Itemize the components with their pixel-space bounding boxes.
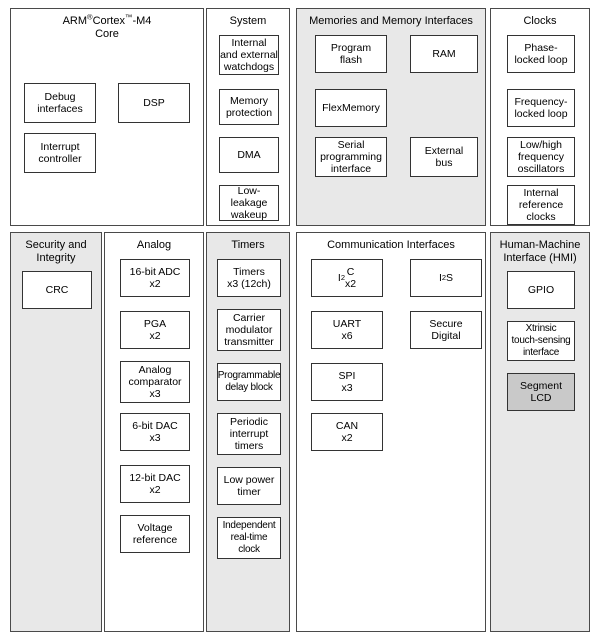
panel-title-timers: Timers [231, 239, 265, 251]
block-memory-protection[interactable]: Memory protection [219, 89, 279, 125]
block-independent-real-time-clock[interactable]: Independent real-time clock [217, 517, 281, 559]
block-12bit-dac[interactable]: 12-bit DAC x2 [120, 465, 190, 503]
block-low-leakage-wakeup[interactable]: Low-leakage wakeup [219, 185, 279, 221]
block-dma[interactable]: DMA [219, 137, 279, 173]
block-voltage-reference[interactable]: Voltage reference [120, 515, 190, 553]
block-oscillators[interactable]: Low/high frequency oscillators [507, 137, 575, 177]
block-frequency-locked-loop[interactable]: Frequency- locked loop [507, 89, 575, 127]
arm-core-title-text: ARM [62, 15, 88, 27]
block-flexmemory[interactable]: FlexMemory [315, 89, 387, 127]
block-external-bus[interactable]: External bus [410, 137, 478, 177]
block-pga[interactable]: PGA x2 [120, 311, 190, 349]
block-16bit-adc[interactable]: 16-bit ADC x2 [120, 259, 190, 297]
block-6bit-dac[interactable]: 6-bit DAC x3 [120, 413, 190, 451]
block-secure-digital[interactable]: Secure Digital [410, 311, 482, 349]
block-can[interactable]: CAN x2 [311, 413, 383, 451]
panel-title-hmi: Human-Machine Interface (HMI) [499, 239, 581, 264]
block-dsp[interactable]: DSP [118, 83, 190, 123]
panel-title-analog: Analog [136, 239, 172, 251]
block-timers[interactable]: Timers x3 (12ch) [217, 259, 281, 297]
panel-memories: Memories and Memory Interfaces Program f… [296, 8, 486, 226]
block-serial-programming-interface[interactable]: Serial programming interface [315, 137, 387, 177]
panel-analog: Analog 16-bit ADC x2 PGA x2 Analog compa… [104, 232, 204, 632]
panel-title-clocks: Clocks [523, 15, 557, 27]
block-analog-comparator[interactable]: Analog comparator x3 [120, 361, 190, 403]
block-xtrinsic-touch-sensing-interface[interactable]: Xtrinsic touch-sensing interface [507, 321, 575, 361]
block-interrupt-controller[interactable]: Interrupt controller [24, 133, 96, 173]
panel-title-memories: Memories and Memory Interfaces [309, 15, 473, 27]
block-spi[interactable]: SPI x3 [311, 363, 383, 401]
panel-clocks: Clocks Phase- locked loop Frequency- loc… [490, 8, 590, 226]
panel-title-communication: Communication Interfaces [327, 239, 455, 251]
block-uart[interactable]: UART x6 [311, 311, 383, 349]
block-watchdogs[interactable]: Internal and external watchdogs [219, 35, 279, 75]
panel-timers: Timers Timers x3 (12ch) Carrier modulato… [206, 232, 290, 632]
block-phase-locked-loop[interactable]: Phase- locked loop [507, 35, 575, 73]
block-segment-lcd[interactable]: Segment LCD [507, 373, 575, 411]
block-programmable-delay-block[interactable]: Programmable delay block [217, 363, 281, 401]
block-carrier-modulator-transmitter[interactable]: Carrier modulator transmitter [217, 309, 281, 351]
panel-security: Security and Integrity CRC [10, 232, 102, 632]
block-gpio[interactable]: GPIO [507, 271, 575, 309]
block-crc[interactable]: CRC [22, 271, 92, 309]
panel-title-security: Security and Integrity [25, 239, 87, 264]
panel-title-system: System [229, 15, 267, 27]
trademark-symbol: ™ [124, 12, 133, 22]
block-periodic-interrupt-timers[interactable]: Periodic interrupt timers [217, 413, 281, 455]
panel-system: System Internal and external watchdogs M… [206, 8, 290, 226]
arm-core-title-line2: Core [95, 27, 119, 40]
block-low-power-timer[interactable]: Low power timer [217, 467, 281, 505]
registered-symbol: ® [87, 12, 93, 22]
block-internal-reference-clocks[interactable]: Internal reference clocks [507, 185, 575, 225]
block-debug-interfaces[interactable]: Debug interfaces [24, 83, 96, 123]
block-program-flash[interactable]: Program flash [315, 35, 387, 73]
panel-hmi: Human-Machine Interface (HMI) GPIO Xtrin… [490, 232, 590, 632]
block-ram[interactable]: RAM [410, 35, 478, 73]
